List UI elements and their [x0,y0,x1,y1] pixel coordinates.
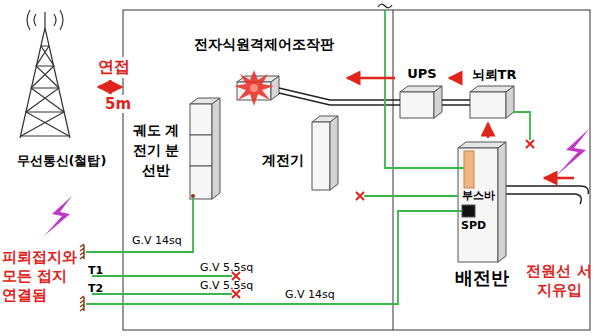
wire-spec: G.V 14sq [132,234,182,247]
spd-node: SPD [458,203,504,235]
building-outline [123,10,590,330]
wire-spec: G.V 5.5sq [200,261,253,274]
ups-box [400,86,442,118]
node-text: UPS [395,66,449,81]
distance-arrow [98,86,122,89]
distance-label: 연접 [97,57,131,78]
node-text: 무선통신(철탑) [3,152,120,170]
node-text: 계전기 [262,152,304,170]
terminal-name: T1 [88,264,103,277]
tower-node: 무선통신(철탑) [3,8,120,170]
ground-symbol [80,244,84,311]
node-text: 뇌뢰TR [462,66,526,84]
surge-flow-arrow [487,123,490,138]
cable-break-mark [378,4,392,8]
surge-note: 전원선 서지유입 [526,262,592,300]
tower-icon [20,10,70,138]
transformer-node: 뇌뢰TR [462,64,526,123]
relay-rack [312,116,338,190]
distance-value: 5m [104,95,132,113]
node-text: 전자식원격제어조작판 [180,36,347,54]
control-panel-node: 전자식원격제어조작판 [180,36,347,108]
control-panel-device [234,70,279,106]
node-text: SPD [461,219,486,232]
lightning-bolt [44,196,72,236]
node-text: 배전반 [448,266,516,290]
relay-cabinet [190,98,220,199]
wire-spec: G.V 14sq [285,288,335,301]
surge-arrow [544,177,574,180]
ground-wire [86,10,530,304]
room-divider [393,10,394,330]
wire-spec: G.V 5.5sq [200,279,253,292]
busbar-node: 부스바 [460,146,504,202]
relay-node: 계전기 [262,112,342,194]
surge-flow-arrow [449,77,462,80]
lightning-bolt [556,128,590,176]
transformer-box [470,86,514,118]
cut-mark [232,140,534,298]
terminal-name: T2 [88,282,103,295]
ups-node: UPS [395,64,449,123]
distribution-panel [458,142,506,262]
node-text: 부스바 [462,188,495,203]
relay-cabinet-node: 궤도 계전기 분선반 [132,96,224,202]
grounding-note: 피뢰접지와 모든 접지 연결됨 [2,248,79,305]
distribution-panel-node: 배전반 부스바 SPD [448,138,516,290]
power-line [279,88,588,204]
surge-flow-arrow [347,77,395,80]
node-text: 궤도 계전기 분선반 [132,120,180,180]
